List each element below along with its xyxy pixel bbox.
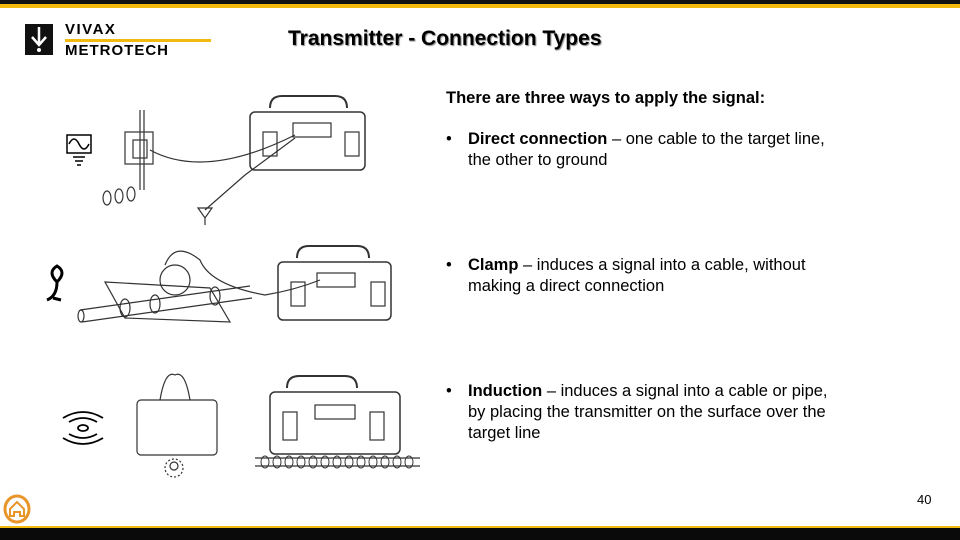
home-icon	[3, 494, 31, 524]
page-number: 40	[917, 492, 932, 507]
bullet-induction: • Induction – induces a signal into a ca…	[446, 381, 846, 444]
ac-signal-icon	[66, 134, 92, 166]
bullet-desc: – one cable to the target line, the othe…	[468, 130, 825, 169]
bullet-dot: •	[446, 382, 452, 400]
bullet-dot: •	[446, 256, 452, 274]
bullet-clamp: • Clamp – induces a signal into a cable,…	[446, 255, 846, 297]
bullet-text: Induction – induces a signal into a cabl…	[468, 381, 846, 444]
induction-illustration	[62, 373, 420, 478]
logo-text-metrotech: METROTECH	[65, 42, 169, 59]
bullet-direct-connection: • Direct connection – one cable to the t…	[446, 129, 846, 171]
bullet-desc: – induces a signal into a cable, without…	[468, 256, 806, 295]
clamp-icon	[46, 264, 64, 302]
home-button[interactable]	[3, 494, 33, 524]
bullet-text: Direct connection – one cable to the tar…	[468, 129, 846, 171]
top-accent-line	[0, 4, 960, 8]
logo-text-vivax: VIVAX	[65, 21, 117, 38]
bullet-term: Clamp	[468, 256, 519, 274]
logo-mark-icon	[25, 24, 53, 55]
bottom-accent-line	[0, 526, 960, 528]
slide-title: Transmitter - Connection Types	[288, 27, 602, 50]
induction-icon	[62, 411, 104, 445]
clamp-illustration	[46, 245, 392, 323]
direct-connection-illustration	[66, 95, 366, 225]
bullet-desc: – induces a signal into a cable or pipe,…	[468, 382, 828, 442]
logo-divider	[65, 39, 211, 42]
bullet-term: Direct connection	[468, 130, 608, 148]
intro-text: There are three ways to apply the signal…	[446, 89, 766, 107]
bullet-text: Clamp – induces a signal into a cable, w…	[468, 255, 846, 297]
vivax-metrotech-logo: VIVAX METROTECH	[25, 21, 215, 59]
top-bar	[0, 0, 960, 4]
bullet-term: Induction	[468, 382, 543, 400]
bullet-dot: •	[446, 130, 452, 148]
bottom-bar	[0, 528, 960, 540]
